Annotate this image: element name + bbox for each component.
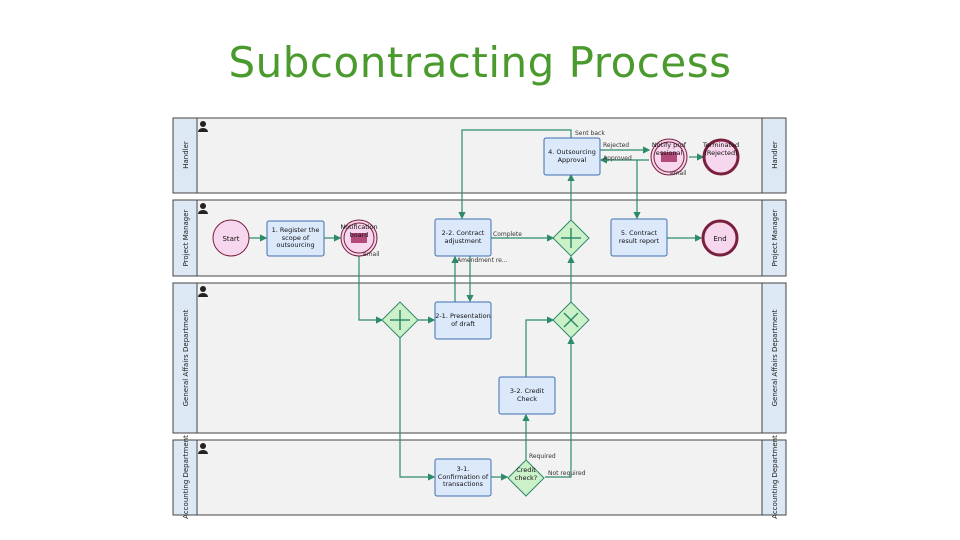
edge-label-complete: Complete [493, 231, 522, 238]
task-contract-adjustment[interactable]: 2-2. Contract adjustment [434, 218, 492, 257]
lane-label-project-manager-right: Project Manager [771, 209, 779, 266]
page-title: Subcontracting Process [228, 38, 732, 87]
edge-label-not-required: Not required [548, 470, 586, 477]
task-outsourcing-approval[interactable]: 4. Outsourcing Approval [543, 137, 601, 176]
notify-professional-label: Notify professional [651, 142, 687, 157]
parallel-gateway-split[interactable] [381, 301, 419, 339]
task-presentation-label: 2-1. Presentation of draft [435, 312, 491, 328]
task-outsourcing-approval-label: 4. Outsourcing Approval [548, 148, 596, 164]
person-icon [198, 121, 208, 132]
lane-label-handler-right: Handler [771, 141, 779, 169]
lane-label-general-affairs: General Affairs Department [182, 309, 190, 406]
notification-sub-label: email [363, 251, 380, 258]
credit-decision-label: Credit check? [514, 467, 538, 482]
intermediate-notification-event[interactable]: Notification board email [338, 219, 380, 258]
lane-label-handler: Handler [182, 141, 190, 169]
task-register-scope[interactable]: 1. Register the scope of outsourcing [266, 220, 325, 257]
exclusive-gateway-credit-check[interactable]: Credit check? [506, 459, 546, 497]
task-contract-adjustment-label: 2-2. Contract adjustment [441, 229, 485, 245]
end-event[interactable]: End [701, 219, 739, 257]
task-presentation-draft[interactable]: 2-1. Presentation of draft [434, 301, 492, 340]
lane-label-accounting: Accounting Department [182, 435, 190, 519]
lane-label-accounting-right: Accounting Department [771, 435, 779, 519]
envelope-icon [661, 152, 677, 162]
task-contract-result-report[interactable]: 5. Contract result report [610, 218, 668, 257]
lane-label-project-manager: Project Manager [182, 209, 190, 266]
person-icon [198, 203, 208, 214]
edge-label-rejected: Rejected [603, 142, 629, 149]
task-credit-check-label: 3-2. Credit Check [509, 387, 545, 403]
start-event[interactable]: Start [212, 219, 250, 257]
parallel-gateway-complete[interactable] [552, 219, 590, 257]
task-register-label: 1. Register the scope of outsourcing [271, 226, 320, 250]
end-label: End [713, 235, 726, 243]
edge-label-sent-back: Sent back [575, 130, 605, 137]
exclusive-gateway-merge[interactable] [552, 301, 590, 339]
envelope-icon [351, 233, 367, 243]
edge-label-amendment: Amendment re... [457, 257, 508, 264]
end-event-terminated[interactable]: Terminated (Rejected) [700, 138, 742, 176]
edge-label-required: Required [529, 453, 556, 460]
person-icon [198, 443, 208, 454]
person-icon [198, 286, 208, 297]
intermediate-notify-event[interactable]: Notify professional email [650, 138, 688, 177]
sequence-flows [249, 129, 705, 481]
start-label: Start [222, 235, 239, 243]
edge-label-approved: Approved [603, 155, 632, 162]
task-confirmation-label: 3-1. Confirmation of transactions [437, 465, 489, 489]
task-credit-check[interactable]: 3-2. Credit Check [498, 376, 556, 415]
terminated-label: Terminated (Rejected) [702, 142, 740, 157]
notify-sub-label: email [670, 170, 687, 177]
lane-handler: Handler Handler [172, 117, 787, 194]
task-contract-result-label: 5. Contract result report [618, 229, 660, 245]
notification-label: Notification board [340, 224, 378, 239]
task-confirmation-transactions[interactable]: 3-1. Confirmation of transactions [434, 458, 492, 497]
lane-label-general-affairs-right: General Affairs Department [771, 309, 779, 406]
